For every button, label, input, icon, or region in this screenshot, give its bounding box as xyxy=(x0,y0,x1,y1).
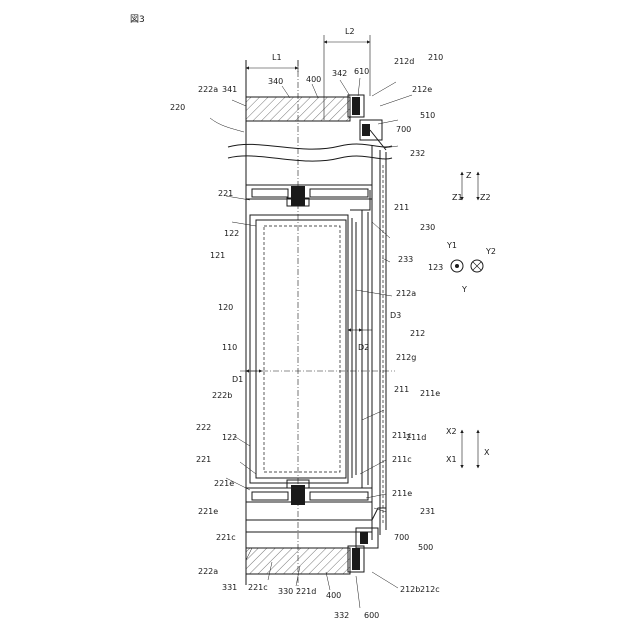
label-211e-top: 211e xyxy=(420,389,440,398)
label-122-bottom: 122 xyxy=(222,433,237,442)
label-212c: 212c xyxy=(420,585,440,594)
axis-z1: Z1 xyxy=(452,193,463,202)
label-211e-bottom: 211e xyxy=(392,489,412,498)
label-330: 330 xyxy=(278,587,293,596)
label-121: 121 xyxy=(210,251,225,260)
label-122-top: 122 xyxy=(224,229,239,238)
top-end-block xyxy=(246,95,386,150)
label-700-top: 700 xyxy=(396,125,411,134)
top-fastener xyxy=(291,186,305,206)
axis-y: Y xyxy=(461,285,467,294)
module-outer xyxy=(250,215,348,483)
label-l2: L2 xyxy=(345,27,355,36)
label-222b: 222b xyxy=(212,391,232,400)
figure-title: 図3 xyxy=(130,14,145,25)
label-221c: 221c xyxy=(216,533,236,542)
label-l1: L1 xyxy=(272,53,282,62)
battery-module xyxy=(250,215,356,483)
axis-legend: Z Z1 Z2 Y1 Y2 Y X1 X2 X xyxy=(446,171,496,468)
label-400-bottom: 400 xyxy=(326,591,341,600)
label-211d: 211d xyxy=(406,433,426,442)
label-230: 230 xyxy=(420,223,435,232)
label-332: 332 xyxy=(334,611,349,620)
top-seal-block xyxy=(352,97,360,115)
label-342: 342 xyxy=(332,69,347,78)
axis-x2: X2 xyxy=(446,427,457,436)
label-222a-top: 222a xyxy=(198,85,218,94)
label-341: 341 xyxy=(222,85,237,94)
label-340: 340 xyxy=(268,77,283,86)
label-221d: 221d xyxy=(296,587,316,596)
label-222: 222 xyxy=(196,423,211,432)
bottom-spacer-block xyxy=(246,548,350,574)
frame-221-top xyxy=(246,185,372,210)
label-210: 210 xyxy=(428,53,443,62)
label-221-top: 221 xyxy=(218,189,233,198)
label-110: 110 xyxy=(222,343,237,352)
label-211c-b: 211c xyxy=(392,455,412,464)
label-233: 233 xyxy=(398,255,413,264)
label-700-bottom: 700 xyxy=(394,533,409,542)
bottom-seal-block xyxy=(352,548,360,570)
label-500: 500 xyxy=(418,543,433,552)
label-510: 510 xyxy=(420,111,435,120)
label-123: 123 xyxy=(428,263,443,272)
label-d2: D2 xyxy=(358,343,369,352)
label-221e-a: 221e xyxy=(214,479,234,488)
leader-lines xyxy=(210,78,412,608)
axis-z2: Z2 xyxy=(480,193,491,202)
label-120: 120 xyxy=(218,303,233,312)
label-212d: 212d xyxy=(394,57,414,66)
label-d3: D3 xyxy=(390,311,401,320)
axis-x1: X1 xyxy=(446,455,457,464)
label-220: 220 xyxy=(170,103,185,112)
label-212a: 212a xyxy=(396,289,416,298)
label-211-mid: 211 xyxy=(394,385,409,394)
label-600: 600 xyxy=(364,611,379,620)
axis-x: X xyxy=(484,448,490,457)
label-211-top: 211 xyxy=(394,203,409,212)
break-line-bottom xyxy=(228,156,392,161)
label-221-bottom: 221 xyxy=(196,455,211,464)
cell-stack-110 xyxy=(264,226,340,472)
axis-y1: Y1 xyxy=(446,241,457,250)
label-212: 212 xyxy=(410,329,425,338)
label-212e: 212e xyxy=(412,85,432,94)
frame-221-bottom xyxy=(246,480,372,505)
label-221e-b: 221e xyxy=(198,507,218,516)
break-line-top xyxy=(228,144,392,149)
axis-y2: Y2 xyxy=(485,247,496,256)
axis-z: Z xyxy=(466,171,472,180)
label-331: 331 xyxy=(222,583,237,592)
label-231: 231 xyxy=(420,507,435,516)
label-212g: 212g xyxy=(396,353,416,362)
label-221c-b: 221c xyxy=(248,583,268,592)
label-400-top: 400 xyxy=(306,75,321,84)
label-222a-bottom: 222a xyxy=(198,567,218,576)
label-610: 610 xyxy=(354,67,369,76)
label-232: 232 xyxy=(410,149,425,158)
label-d1: D1 xyxy=(232,375,243,384)
bottom-end-block xyxy=(246,508,386,574)
label-212b: 212b xyxy=(400,585,420,594)
